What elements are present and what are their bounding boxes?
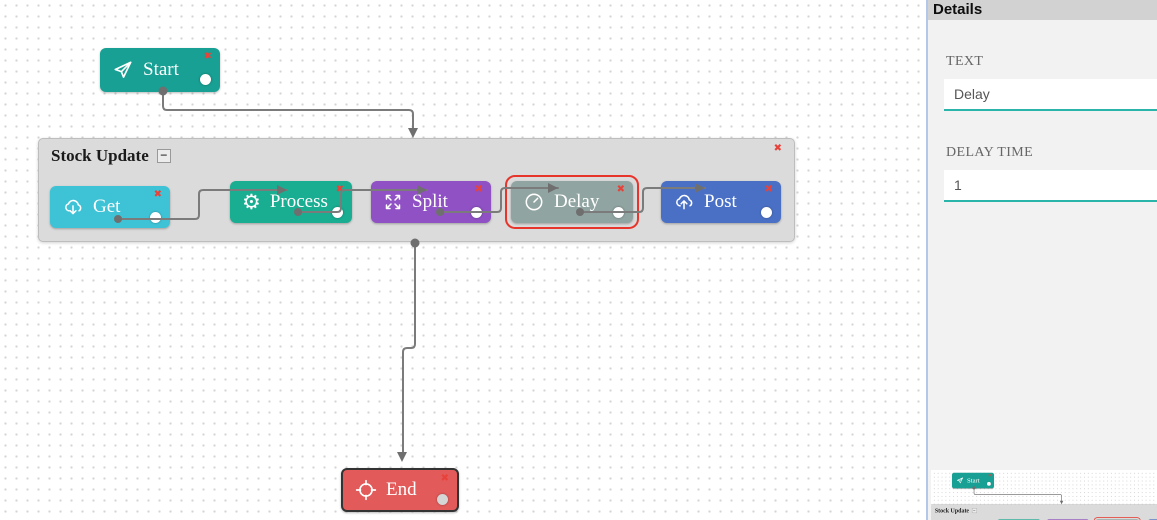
node-close-button[interactable]: ✖ — [203, 51, 212, 62]
delay-time-input[interactable] — [944, 170, 1157, 202]
output-port — [987, 481, 991, 486]
text-input[interactable] — [944, 79, 1157, 111]
node-close-button[interactable]: ✖ — [335, 184, 344, 195]
node-start[interactable]: Start ✖ — [100, 48, 220, 92]
minimap-node-start: Start ✖ — [952, 472, 994, 489]
group-title: Stock Update — [51, 146, 149, 165]
node-process[interactable]: ⚙ Process ✖ — [230, 181, 352, 223]
collapse-button[interactable]: − — [156, 149, 171, 163]
node-close-button[interactable]: ✖ — [616, 184, 625, 195]
node-get[interactable]: Get ✖ — [50, 186, 170, 228]
connector-line — [402, 242, 416, 453]
node-label: Delay — [554, 191, 600, 212]
cloud-upload-icon — [676, 194, 693, 210]
node-label: Get — [93, 196, 121, 217]
output-port[interactable] — [332, 207, 343, 218]
node-close-button[interactable]: ✖ — [474, 184, 483, 195]
node-end[interactable]: End ✖ — [341, 468, 459, 512]
node-label: Process — [269, 191, 328, 212]
node-close-button[interactable]: ✖ — [440, 473, 449, 484]
node-close-button[interactable]: ✖ — [153, 189, 162, 200]
flow-scene: Stock Update − ✖ Start ✖ Get ✖ ⚙ Process… — [38, 48, 795, 512]
details-panel: Details TEXT DELAY TIME — [926, 0, 1157, 520]
connector-line — [162, 90, 414, 129]
delay-time-field-label: DELAY TIME — [946, 145, 1034, 160]
crosshair-icon — [355, 479, 377, 501]
minimap[interactable]: Stock Update − ✖ Start ✖ Get Process Spl… — [931, 470, 1157, 520]
arrowhead — [408, 128, 418, 138]
node-post[interactable]: Post ✖ — [661, 181, 781, 223]
node-label: Post — [704, 191, 737, 212]
node-label: Start — [967, 476, 980, 484]
gear-icon: ⚙ — [242, 190, 261, 214]
arrowhead — [397, 452, 407, 462]
send-icon — [957, 477, 964, 484]
text-field-label: TEXT — [946, 54, 984, 69]
minimap-connectors — [972, 486, 1064, 505]
node-close-button[interactable]: ✖ — [764, 184, 773, 195]
output-port[interactable] — [613, 207, 624, 218]
flow-canvas[interactable]: Stock Update − ✖ Start ✖ Get ✖ ⚙ Process… — [0, 0, 926, 520]
node-label: Start — [143, 59, 179, 80]
close-icon: ✖ — [988, 473, 992, 478]
output-port[interactable] — [761, 207, 772, 218]
minimap-group-title: Stock Update — [934, 507, 970, 514]
output-port[interactable] — [437, 494, 448, 505]
output-port[interactable] — [200, 74, 211, 85]
expand-arrows-icon — [385, 194, 401, 210]
group-close-button[interactable]: ✖ — [773, 143, 782, 154]
minimap-group: Stock Update − ✖ — [931, 504, 1157, 520]
minimap-scene: Stock Update − ✖ Start ✖ Get Process Spl… — [931, 470, 1157, 520]
clock-icon — [525, 193, 543, 211]
output-port[interactable] — [471, 207, 482, 218]
node-delay[interactable]: Delay ✖ — [511, 181, 633, 223]
group-header: Stock Update − — [51, 146, 171, 166]
output-port[interactable] — [150, 212, 161, 223]
node-label: Split — [412, 191, 448, 212]
minimap-collapse-icon: − — [971, 507, 977, 514]
node-label: End — [386, 479, 417, 500]
node-split[interactable]: Split ✖ — [371, 181, 491, 223]
panel-title: Details — [928, 0, 1157, 20]
cloud-download-icon — [65, 199, 82, 215]
send-icon — [114, 61, 132, 78]
